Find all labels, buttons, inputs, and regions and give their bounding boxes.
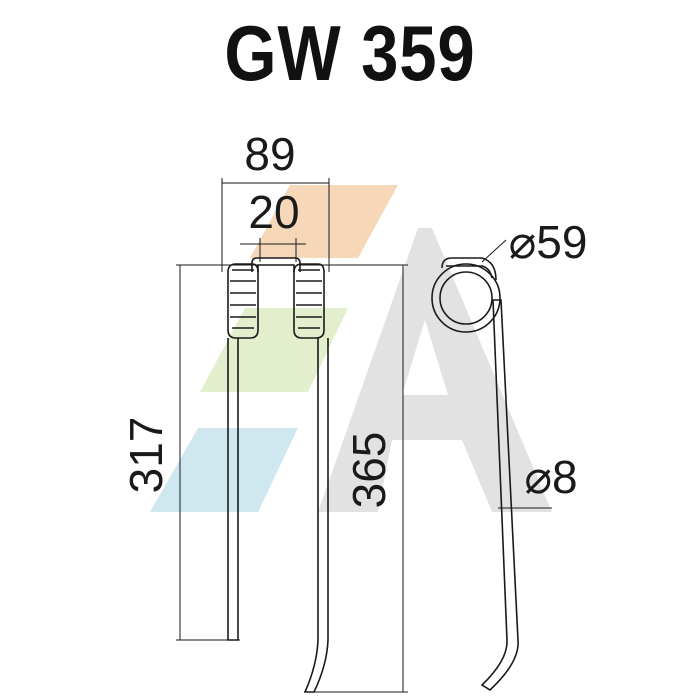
tine-front-view xyxy=(227,257,329,693)
dimension-left-leg: 317 xyxy=(120,264,262,641)
coil-inner-circle xyxy=(439,271,493,325)
watermark-green-stripe xyxy=(200,308,348,392)
dimension-inner-width: 20 xyxy=(240,186,306,262)
dimension-right-leg: 365 xyxy=(300,264,408,693)
watermark-blue-stripe xyxy=(150,428,298,512)
tine-side-view xyxy=(431,257,519,692)
side-leg xyxy=(480,299,519,692)
coil-top-wire xyxy=(441,257,497,281)
dimension-wire-diameter: ⌀8 xyxy=(498,451,578,509)
right-leg xyxy=(303,338,329,693)
watermark-orange-stripe xyxy=(250,185,398,258)
watermark-logo xyxy=(150,185,552,512)
dimension-label-365: 365 xyxy=(343,432,395,509)
dimension-overall-width: 89 xyxy=(221,128,330,272)
dimension-coil-diameter: ⌀59 xyxy=(481,216,588,268)
dimension-label-317: 317 xyxy=(120,417,172,494)
watermark-a-counter xyxy=(402,320,448,395)
right-coil xyxy=(293,263,325,339)
bridge-wire-inner xyxy=(257,264,295,272)
coil-outer-circle xyxy=(431,263,501,333)
left-leg xyxy=(227,338,239,641)
part-number-title: GW 359 xyxy=(224,9,476,97)
dimension-label-coil-diameter: ⌀59 xyxy=(509,216,588,268)
bridge-wire xyxy=(251,257,301,272)
dimension-label-89: 89 xyxy=(244,128,295,180)
left-coil xyxy=(227,263,259,339)
dimension-label-20: 20 xyxy=(248,186,299,238)
dimension-label-wire-diameter: ⌀8 xyxy=(524,451,577,503)
